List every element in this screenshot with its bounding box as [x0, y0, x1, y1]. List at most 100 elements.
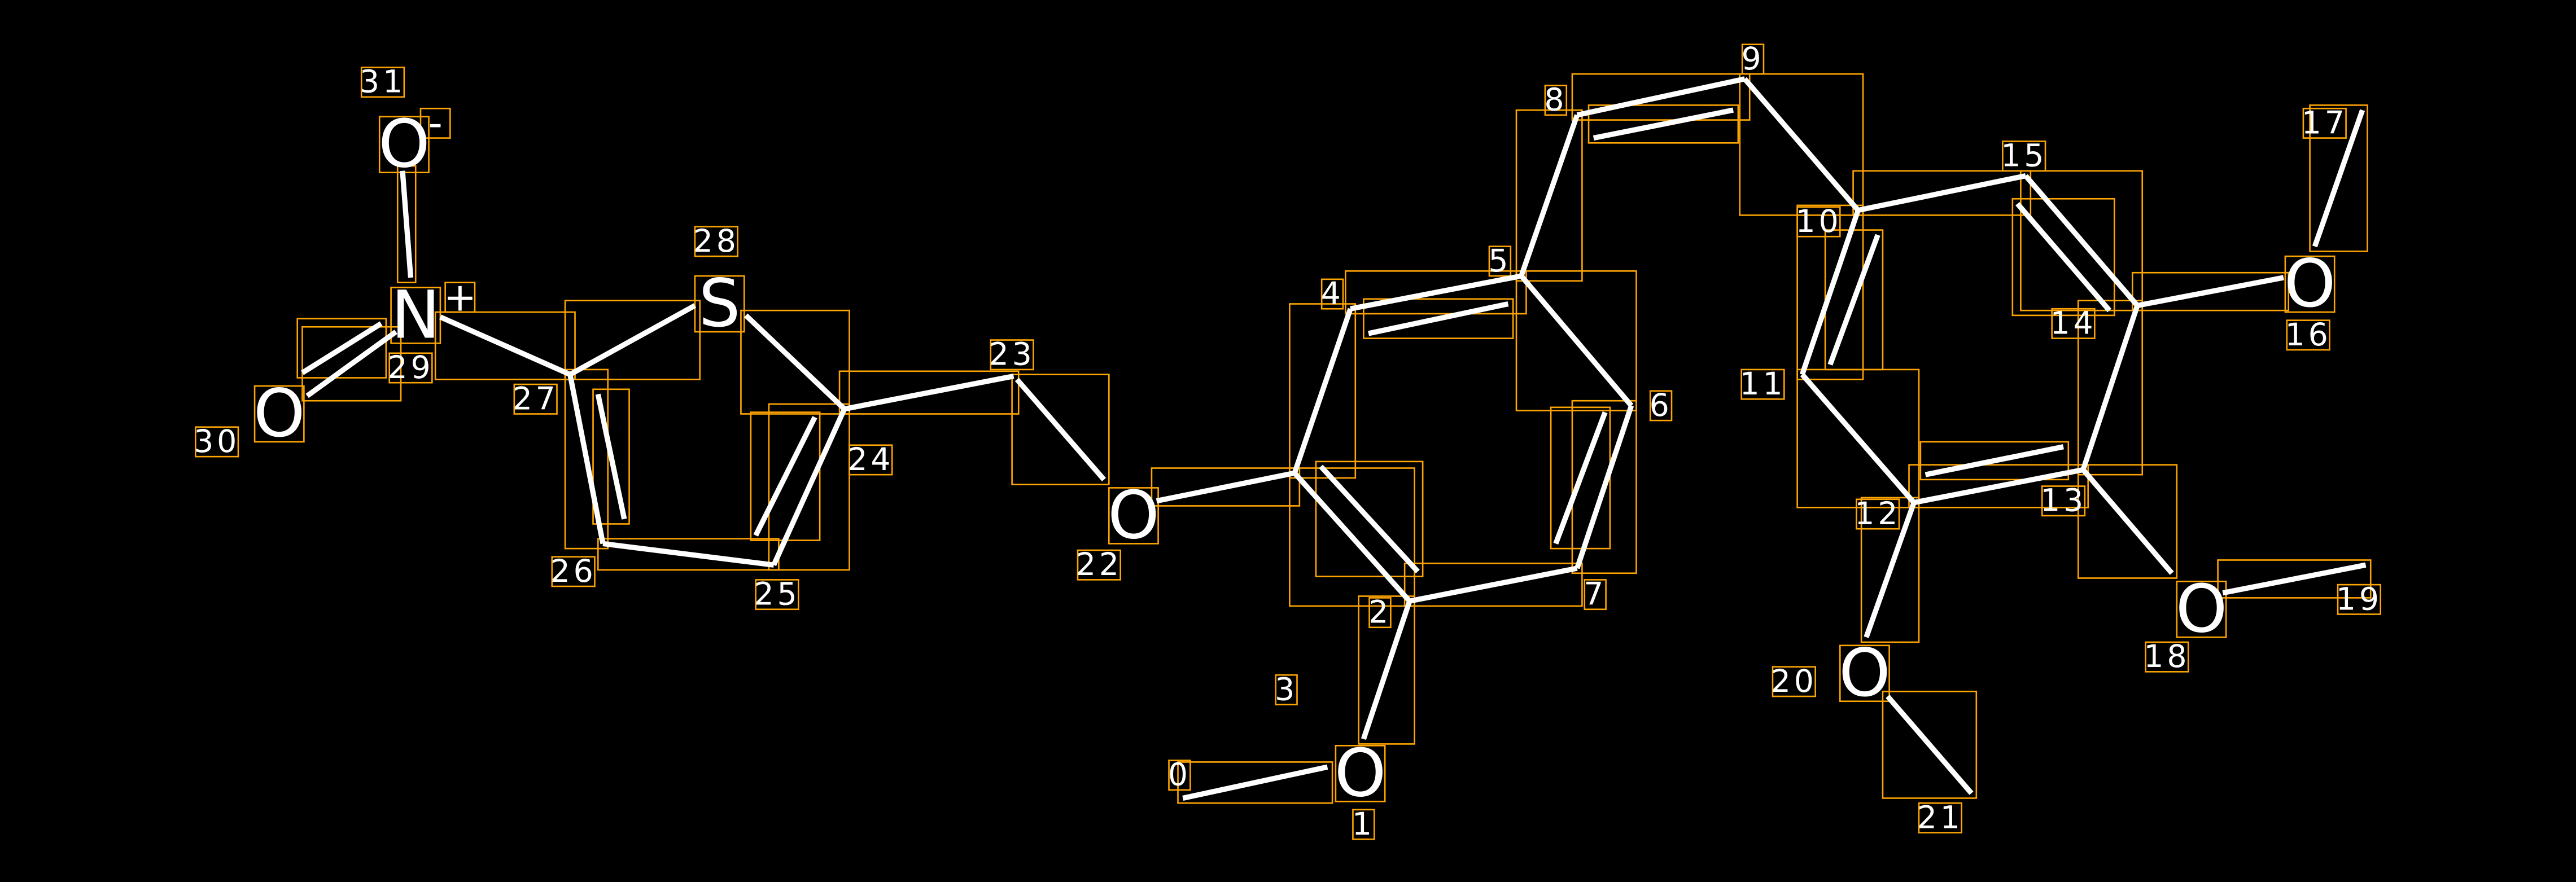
- index-bounding-box: [551, 556, 596, 587]
- bond-bounding-box: [1315, 460, 1424, 577]
- bond-line: [1519, 274, 1634, 407]
- charge-bounding-box: [419, 107, 451, 139]
- index-bounding-box: [1649, 390, 1673, 422]
- atom-bounding-box: [390, 287, 441, 344]
- atom-charge-31: -: [428, 100, 443, 146]
- bond-bounding-box: [1796, 368, 1920, 508]
- bond-line: [602, 541, 775, 568]
- bond-bounding-box: [838, 370, 1020, 415]
- index-bounding-box: [1741, 43, 1765, 75]
- bond-bounding-box: [1403, 562, 1583, 607]
- index-bounding-box: [2002, 141, 2046, 172]
- atom-index-label: 21: [1917, 800, 1963, 836]
- bond-bounding-box: [2077, 300, 2144, 476]
- atom-index-label: 23: [989, 337, 1035, 373]
- atom-index-label: 17: [2302, 105, 2348, 141]
- index-bounding-box: [2337, 583, 2382, 615]
- bond-bounding-box: [740, 309, 850, 415]
- atom-symbol-22: O: [1108, 477, 1160, 554]
- bond-line: [2137, 275, 2284, 308]
- index-bounding-box: [513, 383, 558, 415]
- index-bounding-box: [1544, 85, 1568, 116]
- atom-index-label: 10: [1795, 204, 1842, 240]
- bond-bounding-box: [1796, 204, 1864, 380]
- bond-line: [744, 313, 846, 411]
- atom-symbol-29: N: [391, 277, 440, 353]
- bond-line: [400, 170, 414, 278]
- bond-line: [1553, 411, 1608, 545]
- index-bounding-box: [2041, 485, 2086, 517]
- bond-line: [1742, 77, 1860, 212]
- bond-line: [2015, 201, 2112, 313]
- bond-line: [1319, 464, 1420, 574]
- bond-line: [2080, 304, 2140, 471]
- bond-line: [1799, 209, 1861, 376]
- atom-symbol-30: O: [253, 376, 305, 452]
- index-bounding-box: [849, 444, 893, 476]
- index-bounding-box: [694, 226, 738, 257]
- bounding-boxes: [194, 43, 2382, 840]
- bond-bounding-box: [592, 388, 630, 525]
- index-bounding-box: [1488, 245, 1512, 277]
- bond-bounding-box: [1177, 761, 1333, 804]
- index-bounding-box: [1772, 666, 1816, 697]
- index-bounding-box: [1168, 760, 1191, 791]
- index-bounding-box: [1368, 597, 1392, 629]
- index-bounding-box: [1584, 579, 1607, 611]
- bond-bounding-box: [1515, 270, 1637, 411]
- atom-bounding-box: [253, 385, 305, 443]
- atom-index-label: 20: [1771, 664, 1817, 700]
- atom-index-label: 14: [2050, 305, 2097, 341]
- bond-bounding-box: [1882, 690, 1978, 799]
- index-bounding-box: [1856, 498, 1900, 530]
- index-bounding-box: [1077, 549, 1121, 581]
- atom-index-label: 3: [1275, 672, 1298, 708]
- bond-line: [2312, 109, 2365, 248]
- index-bounding-box: [1320, 278, 1344, 310]
- bond-line: [1857, 173, 2027, 213]
- bond-line: [1292, 308, 1353, 474]
- bond-bounding-box: [2309, 104, 2368, 252]
- atom-bounding-box: [1335, 745, 1386, 802]
- atom-index-label: 18: [2144, 639, 2190, 675]
- index-bounding-box: [990, 339, 1034, 371]
- bond-bounding-box: [1515, 109, 1583, 282]
- bond-bounding-box: [1587, 104, 1739, 144]
- index-bounding-box: [388, 352, 433, 384]
- bond-bounding-box: [1908, 464, 2089, 508]
- charge-bounding-box: [444, 282, 476, 313]
- bond-line: [1925, 444, 2064, 477]
- atom-bounding-box: [1108, 487, 1159, 545]
- bond-bounding-box: [2217, 559, 2372, 599]
- atom-index-label: 8: [1544, 82, 1567, 119]
- bond-bounding-box: [1363, 298, 1514, 339]
- atom-symbol-18: O: [2176, 571, 2228, 647]
- bond-bounding-box: [1571, 400, 1637, 574]
- bond-bounding-box: [1860, 497, 1920, 643]
- bond-bounding-box: [1852, 170, 2032, 216]
- bond-bounding-box: [1571, 73, 1751, 121]
- atom-index-label: 24: [847, 442, 894, 478]
- bond-line: [305, 330, 398, 398]
- bond-line: [1409, 565, 1578, 604]
- atom-index-label: 30: [194, 424, 240, 460]
- bond-bounding-box: [301, 326, 402, 402]
- atom-index-label: 25: [754, 577, 800, 613]
- index-bounding-box: [1275, 674, 1298, 705]
- bonds: [300, 76, 2367, 801]
- atom-bounding-box: [694, 275, 745, 333]
- bond-line: [1593, 107, 1734, 141]
- bond-bounding-box: [2011, 198, 2115, 317]
- bond-line: [1519, 114, 1580, 277]
- bond-bounding-box: [2077, 464, 2178, 579]
- bond-line: [1575, 405, 1634, 569]
- index-bounding-box: [755, 579, 799, 611]
- atom-index-label: 27: [513, 381, 559, 417]
- atom-index-label: 7: [1584, 577, 1607, 613]
- bond-line: [843, 373, 1014, 412]
- atom-symbol-20: O: [1839, 635, 1891, 712]
- bond-line: [1827, 234, 1880, 366]
- bond-bounding-box: [296, 318, 387, 379]
- atom-symbol-31: O: [378, 107, 430, 183]
